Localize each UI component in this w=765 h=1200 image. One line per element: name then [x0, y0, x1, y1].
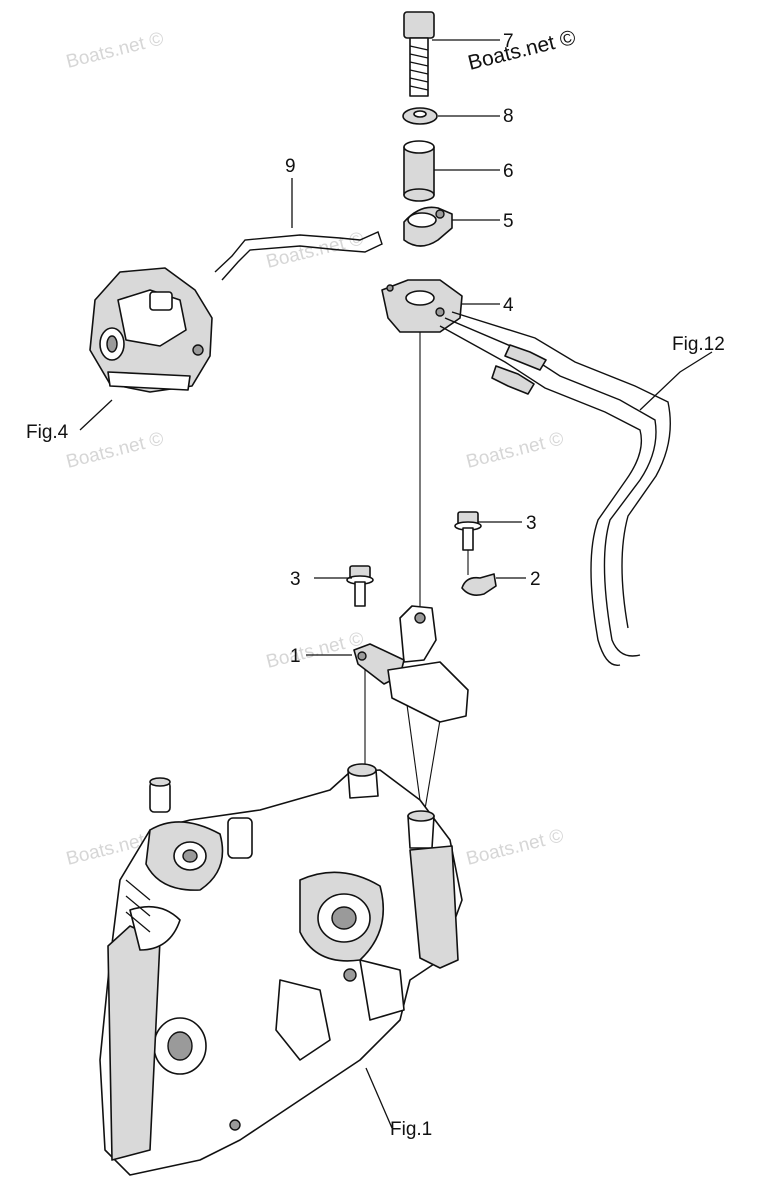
bracket-part-1	[353, 605, 469, 723]
link-rod-part-9	[214, 231, 383, 281]
control-cables	[439, 311, 671, 666]
assembly-axis-lines	[364, 330, 469, 816]
cylinder-block-fig1	[99, 763, 463, 1176]
callout-leaders	[79, 39, 713, 1129]
callout-4: 4	[503, 295, 514, 316]
watermark: Boats.net ©	[64, 28, 166, 72]
clip-part-2	[461, 573, 497, 596]
watermark: Boats.net ©	[64, 428, 166, 472]
watermark: Boats.net ©	[264, 628, 366, 672]
bolt-part-3-left	[346, 565, 374, 607]
watermark-main: Boats.net ©	[466, 26, 579, 75]
callout-8: 8	[503, 106, 514, 127]
bushing-part-5	[403, 206, 453, 247]
callout-5: 5	[503, 211, 514, 232]
callout-1: 1	[290, 646, 301, 667]
figure-ref-fig4: Fig.4	[26, 422, 69, 443]
figure-ref-fig12: Fig.12	[672, 334, 725, 355]
bolt-part-7	[403, 11, 435, 97]
callout-labels: 7 8 6 5 4 9 3 3 2 1 Fig.12 Fig.4 Fig.1	[26, 31, 725, 1140]
callout-3-right: 3	[526, 513, 537, 534]
figure-ref-fig1: Fig.1	[390, 1119, 432, 1140]
bolt-part-3-right	[454, 511, 482, 551]
collar-part-6	[403, 140, 435, 202]
watermark: Boats.net ©	[464, 825, 566, 869]
carburetor-fig4	[89, 267, 213, 393]
callout-3-left: 3	[290, 569, 301, 590]
watermark-layer: Boats.net © Boats.net © Boats.net © Boat…	[64, 26, 578, 870]
callout-6: 6	[503, 161, 514, 182]
callout-7: 7	[503, 31, 514, 52]
callout-9: 9	[285, 156, 296, 177]
throttle-cam-part-4	[381, 279, 463, 333]
callout-2: 2	[530, 569, 541, 590]
watermark: Boats.net ©	[464, 428, 566, 472]
washer-part-8	[402, 107, 438, 125]
